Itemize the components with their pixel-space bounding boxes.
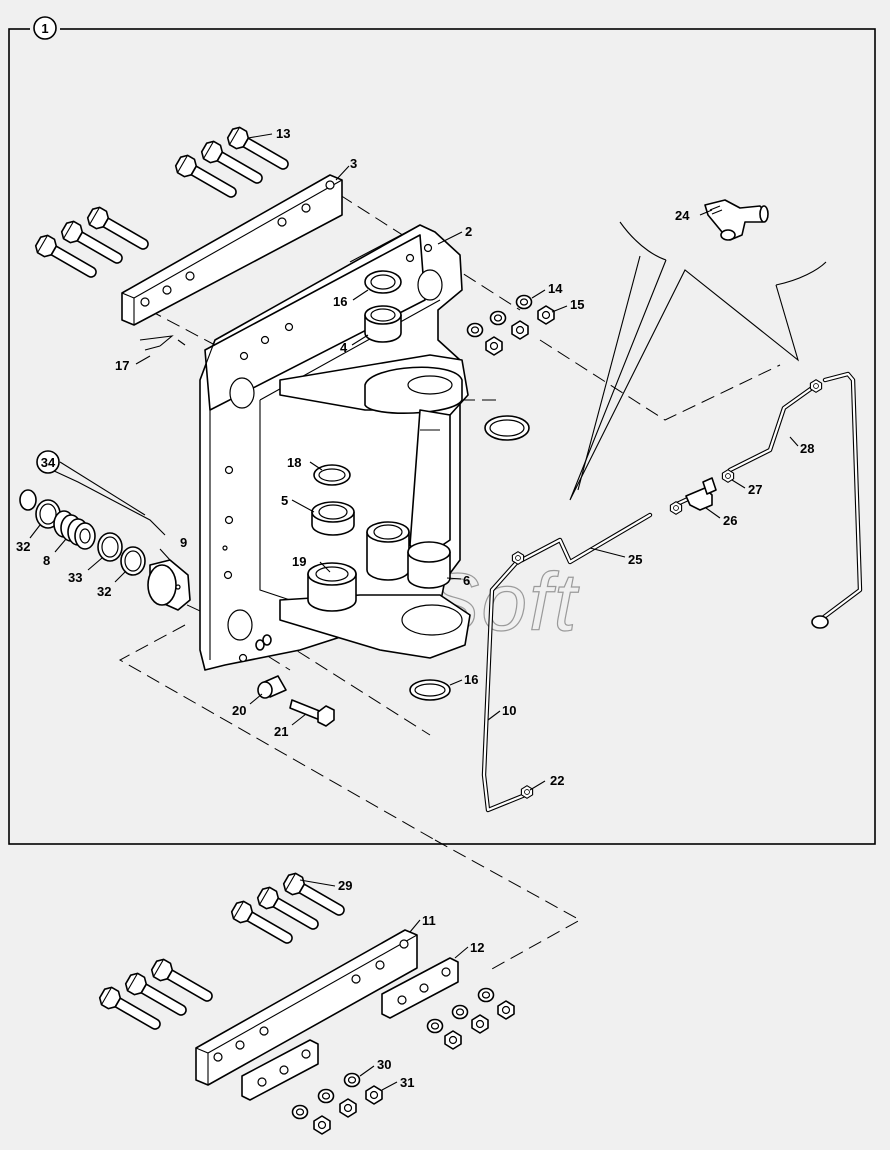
lower-yoke-arm	[279, 594, 471, 659]
pipe-fittings	[511, 379, 829, 799]
seal-ring-16-lower	[409, 679, 451, 701]
callout-6: 6	[463, 573, 470, 588]
callout-2: 2	[465, 224, 472, 239]
callout-30: 30	[377, 1057, 391, 1072]
callout-5: 5	[281, 493, 288, 508]
callout-16-lower: 16	[464, 672, 478, 687]
bushing-20	[255, 634, 287, 699]
clamp-strip-11	[195, 929, 418, 1086]
callout-22: 22	[550, 773, 564, 788]
callout-32-upper: 32	[16, 539, 30, 554]
callout-24: 24	[675, 208, 690, 223]
plug-9	[147, 559, 191, 611]
nuts-washers-right	[426, 987, 515, 1050]
bushing-6	[366, 521, 451, 589]
callout-17: 17	[115, 358, 129, 373]
clamp-strip-12-right	[381, 957, 459, 1019]
nuts-washers-30-31	[291, 1072, 383, 1135]
callout-34: 34	[41, 455, 56, 470]
callout-19: 19	[292, 554, 306, 569]
bushing-19	[307, 562, 357, 612]
plug-assembly	[19, 489, 191, 611]
callout-labels: 13 3 2 24 14 15 16 4 17 28 27 26 34 18 5…	[16, 126, 814, 1090]
callout-27: 27	[748, 482, 762, 497]
upper-yoke-arm	[279, 354, 469, 561]
section-number-badge	[33, 16, 57, 40]
clamp-strip-3	[121, 174, 343, 326]
bushing-5	[311, 501, 355, 536]
bushing-16-upper	[364, 270, 402, 294]
callout-9: 9	[180, 535, 187, 550]
callout-34-badge	[36, 450, 60, 474]
callout-10: 10	[502, 703, 516, 718]
callout-20: 20	[232, 703, 246, 718]
callout-33: 33	[68, 570, 82, 585]
callout-16-upper: 16	[333, 294, 347, 309]
callout-31: 31	[400, 1075, 414, 1090]
callout-28: 28	[800, 441, 814, 456]
section-number: 1	[41, 21, 48, 36]
elbow-fitting-24	[704, 199, 769, 241]
callout-32-lower: 32	[97, 584, 111, 599]
callout-25: 25	[628, 552, 642, 567]
detail-pointer-lines	[569, 221, 827, 501]
callout-13: 13	[276, 126, 290, 141]
seal-ring-18	[313, 464, 351, 486]
clamp-strip-12-left	[241, 1039, 319, 1101]
callout-26: 26	[723, 513, 737, 528]
callout-11: 11	[422, 913, 436, 928]
callout-3: 3	[350, 156, 357, 171]
callout-18: 18	[287, 455, 301, 470]
callout-14: 14	[548, 281, 563, 296]
bolt-21	[289, 699, 335, 727]
hydraulic-pipes	[481, 371, 863, 813]
bushing-4	[364, 305, 402, 343]
seal-ring-right	[484, 415, 530, 441]
leader-lines	[29, 133, 799, 1091]
callout-12: 12	[470, 940, 484, 955]
pin-17	[139, 335, 186, 351]
callout-15: 15	[570, 297, 584, 312]
spring-8	[53, 510, 96, 550]
callout-21: 21	[274, 724, 288, 739]
callout-29: 29	[338, 878, 352, 893]
callout-8: 8	[43, 553, 50, 568]
callout-4: 4	[340, 340, 348, 355]
